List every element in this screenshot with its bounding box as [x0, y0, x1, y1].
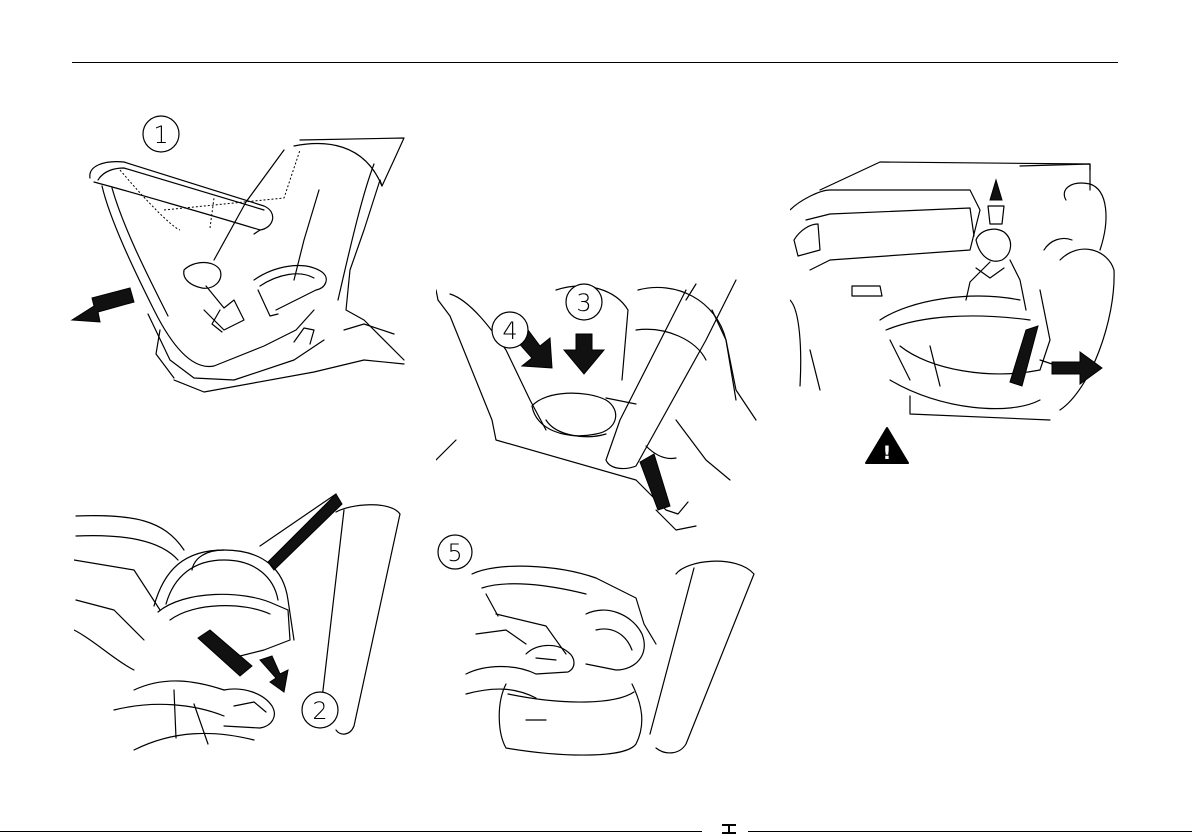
svg-text:1: 1 — [153, 121, 168, 149]
footer-rule-left — [0, 831, 702, 832]
push-down-arrow-icon — [260, 656, 288, 692]
svg-text:2: 2 — [312, 697, 327, 725]
step-number-1: 1 — [143, 116, 179, 152]
svg-text:5: 5 — [447, 539, 462, 567]
figure-step-1: 1 — [64, 110, 414, 400]
footer-rule-right — [748, 831, 1192, 832]
step-number-4: 4 — [492, 312, 528, 348]
figure-step-2: 2 — [74, 490, 414, 770]
figure-child-in-seat — [790, 150, 1120, 430]
svg-text:3: 3 — [576, 289, 591, 317]
svg-text:!: ! — [883, 442, 892, 464]
page-marker — [722, 824, 736, 834]
push-down-arrow-3-icon — [564, 334, 604, 374]
pull-right-arrow-icon — [1052, 352, 1102, 384]
pull-arrow-icon — [72, 288, 134, 322]
svg-text:4: 4 — [502, 317, 517, 345]
step-number-5: 5 — [438, 535, 472, 569]
step-number-3: 3 — [566, 284, 602, 320]
figure-step-5: 5 — [436, 534, 766, 774]
step-number-2: 2 — [302, 692, 338, 728]
figure-step-3-4: 3 4 — [436, 270, 766, 540]
warning-triangle-icon: ! — [864, 426, 910, 466]
header-rule — [72, 62, 1118, 63]
